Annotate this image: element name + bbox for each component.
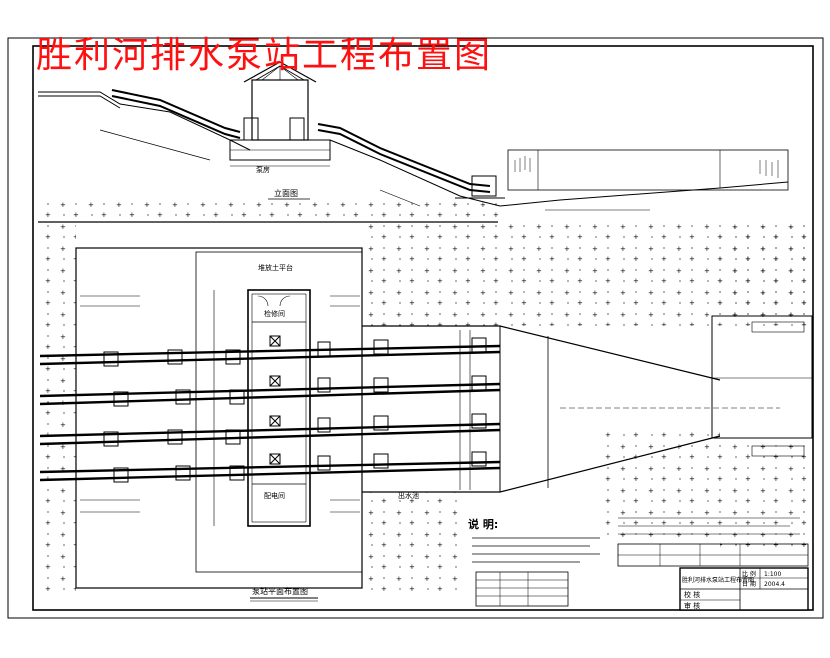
pump-units xyxy=(269,335,281,465)
plan-section: 堆放土平台 检修间 配电间 xyxy=(38,222,813,602)
pile-area-label: 堆放土平台 xyxy=(258,263,293,272)
pit-label: 出水池 xyxy=(398,491,419,500)
date-value: 2004.4 xyxy=(764,581,785,588)
power-room-label: 配电间 xyxy=(264,491,285,500)
pipe-lines xyxy=(39,337,501,483)
checker-label: 校 核 xyxy=(684,590,700,599)
drawing-title: 胜利河排水泵站工程布置图 xyxy=(36,35,493,76)
pipe-line-3 xyxy=(39,413,501,447)
elevation-section: 泵房 立面图 xyxy=(38,61,789,211)
reviewer-label: 审 核 xyxy=(684,601,700,610)
title-block-drawing-name: 胜利河排水泵站工程布置图 xyxy=(682,576,754,584)
pipe-line-4 xyxy=(39,451,501,483)
pipe-line-2 xyxy=(39,375,501,407)
pipe-line-1 xyxy=(39,337,501,367)
inner-frame xyxy=(32,45,814,611)
elevation-view-label: 立面图 xyxy=(274,188,298,198)
scale-label: 比 例 xyxy=(742,570,756,578)
notes-heading: 说 明: xyxy=(468,517,498,531)
plan-view-label: 泵站平面布置图 xyxy=(252,586,308,596)
repair-room-label: 检修间 xyxy=(264,309,285,318)
notes-section: 说 明: xyxy=(468,517,809,607)
title-block: 胜利河排水泵站工程布置图 比 例 1:100 日 期 2004.4 校 核 审 … xyxy=(679,567,809,611)
scale-value: 1:100 xyxy=(764,571,781,578)
outer-frame xyxy=(7,37,824,619)
date-label: 日 期 xyxy=(742,580,756,588)
elevation-dim-label: 泵房 xyxy=(256,165,270,174)
